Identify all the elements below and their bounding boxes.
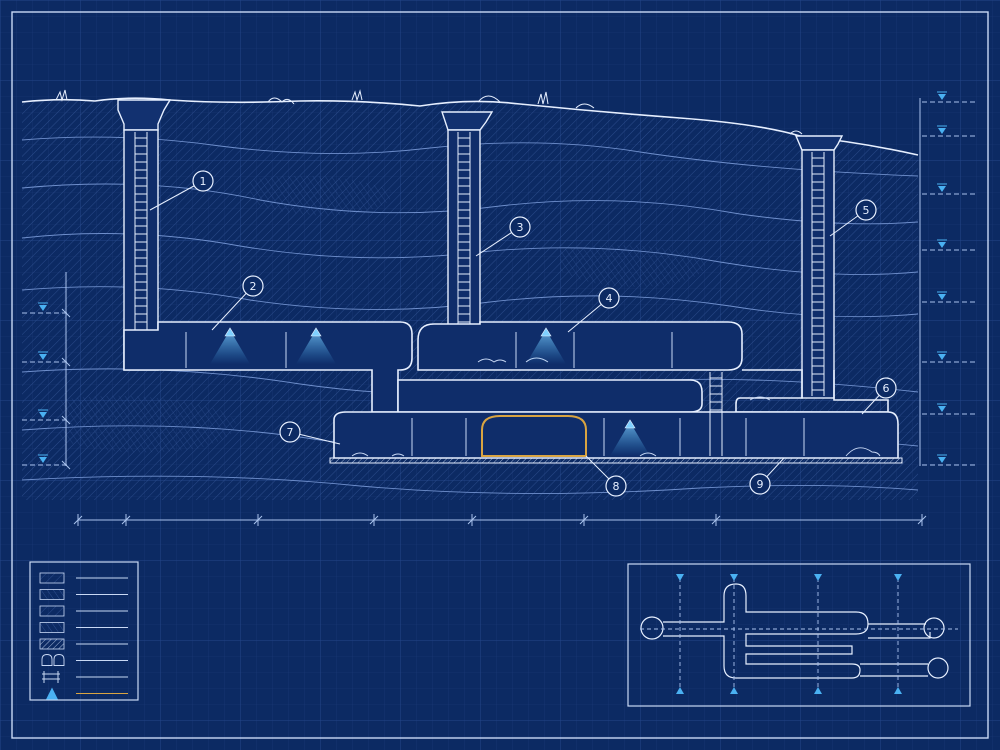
callout-number: 3 — [517, 221, 524, 234]
callout-7: 7 — [279, 421, 341, 445]
tunnel-lower-gallery — [333, 411, 899, 459]
shaft-5-ladder — [811, 152, 825, 396]
elevation-marker — [22, 351, 70, 363]
inset-plan — [627, 563, 971, 707]
elevation-markers-left — [22, 272, 71, 470]
surface-debris — [55, 89, 803, 135]
arch-section-icon — [41, 654, 65, 666]
rubble-piles — [351, 357, 881, 457]
shaft-3-collar — [441, 111, 494, 131]
inset-marker-bottom — [730, 687, 738, 694]
tunnels — [123, 321, 903, 464]
legend-row — [39, 638, 128, 650]
callout-1: 1 — [149, 170, 214, 211]
inset-marker-top — [730, 574, 738, 581]
concrete-block-icon — [39, 638, 65, 650]
light-icon — [46, 687, 58, 700]
inset-marker-top — [676, 574, 684, 581]
callout-number: 7 — [287, 426, 294, 439]
callout-number: 5 — [863, 204, 870, 217]
sheet-border — [11, 11, 989, 739]
legend-row — [41, 654, 128, 666]
legend-row — [39, 605, 128, 617]
elevation-marker — [922, 351, 975, 363]
light-fixture — [210, 327, 250, 364]
hatch-clay-icon — [39, 605, 65, 617]
callout-bubble — [855, 199, 877, 221]
callout-number: 6 — [883, 382, 890, 395]
legend-row — [42, 671, 128, 683]
inter-level-ladder — [709, 372, 723, 456]
elevation-marker — [922, 125, 975, 137]
elevation-marker — [922, 91, 975, 103]
callout-bubble — [192, 170, 214, 192]
inset-marker-top — [814, 574, 822, 581]
light-fixture — [526, 327, 566, 364]
callout-bubble — [279, 421, 301, 443]
inset-marker-top — [894, 574, 902, 581]
callout-8: 8 — [585, 455, 627, 497]
dimension-line — [73, 514, 927, 526]
elevation-marker — [922, 239, 975, 251]
legend-row — [39, 622, 128, 633]
legend — [29, 561, 139, 701]
shaft-1-ladder — [134, 132, 148, 366]
hatch-rock-icon — [39, 589, 65, 600]
callout-bubble — [875, 377, 897, 399]
chamber-dividers — [185, 332, 805, 456]
elevation-marker — [922, 403, 975, 415]
callout-6: 6 — [861, 377, 897, 415]
hatch-soil-icon — [39, 572, 65, 584]
inset-marker-bottom — [814, 687, 822, 694]
callout-bubble — [242, 275, 264, 297]
callout-9: 9 — [749, 457, 785, 495]
callout-4: 4 — [567, 287, 620, 333]
inset-marker-bottom — [676, 687, 684, 694]
tunnel-upper-middle — [417, 321, 743, 371]
gallery-floor — [329, 457, 903, 464]
callout-bubble — [509, 216, 531, 238]
legend-row — [46, 687, 128, 700]
ground-surface — [21, 97, 919, 156]
lights — [210, 327, 650, 456]
elevation-marker — [922, 291, 975, 303]
inset-frame — [627, 563, 971, 707]
callout-3: 3 — [475, 216, 531, 257]
elevation-markers-right — [919, 91, 975, 466]
legend-row — [39, 589, 128, 600]
callout-number: 9 — [757, 478, 764, 491]
elevation-marker — [922, 454, 975, 466]
callout-number: 2 — [250, 280, 257, 293]
legend-frame — [29, 561, 139, 701]
callout-2: 2 — [211, 275, 264, 331]
hatch-gravel-icon — [39, 622, 65, 633]
callout-number: 1 — [200, 175, 207, 188]
elevation-marker — [22, 454, 70, 466]
ladder-icon — [42, 671, 60, 683]
highlighted-chamber — [481, 415, 587, 457]
shaft-5 — [801, 149, 835, 399]
elevation-marker — [922, 183, 975, 195]
callout-number: 4 — [606, 292, 613, 305]
tunnel-upper-left — [123, 321, 413, 413]
inset-tunnels — [640, 583, 949, 679]
elevation-marker — [22, 302, 70, 314]
inset-marker-bottom — [894, 687, 902, 694]
callout-number: 8 — [613, 480, 620, 493]
light-fixture — [610, 419, 650, 456]
callout-bubble — [749, 473, 771, 495]
light-fixture — [296, 327, 336, 364]
callout-bubble — [605, 475, 627, 497]
rock-lenses — [60, 175, 705, 453]
callouts: 1 2 3 4 5 6 7 8 9 — [149, 170, 897, 497]
callout-5: 5 — [829, 199, 877, 237]
tunnel-middle-gallery — [397, 379, 703, 413]
shaft-5-collar — [794, 135, 844, 151]
callout-bubble — [598, 287, 620, 309]
legend-row — [39, 572, 128, 584]
inset-section-lines — [640, 578, 958, 690]
elevation-marker — [22, 409, 70, 421]
